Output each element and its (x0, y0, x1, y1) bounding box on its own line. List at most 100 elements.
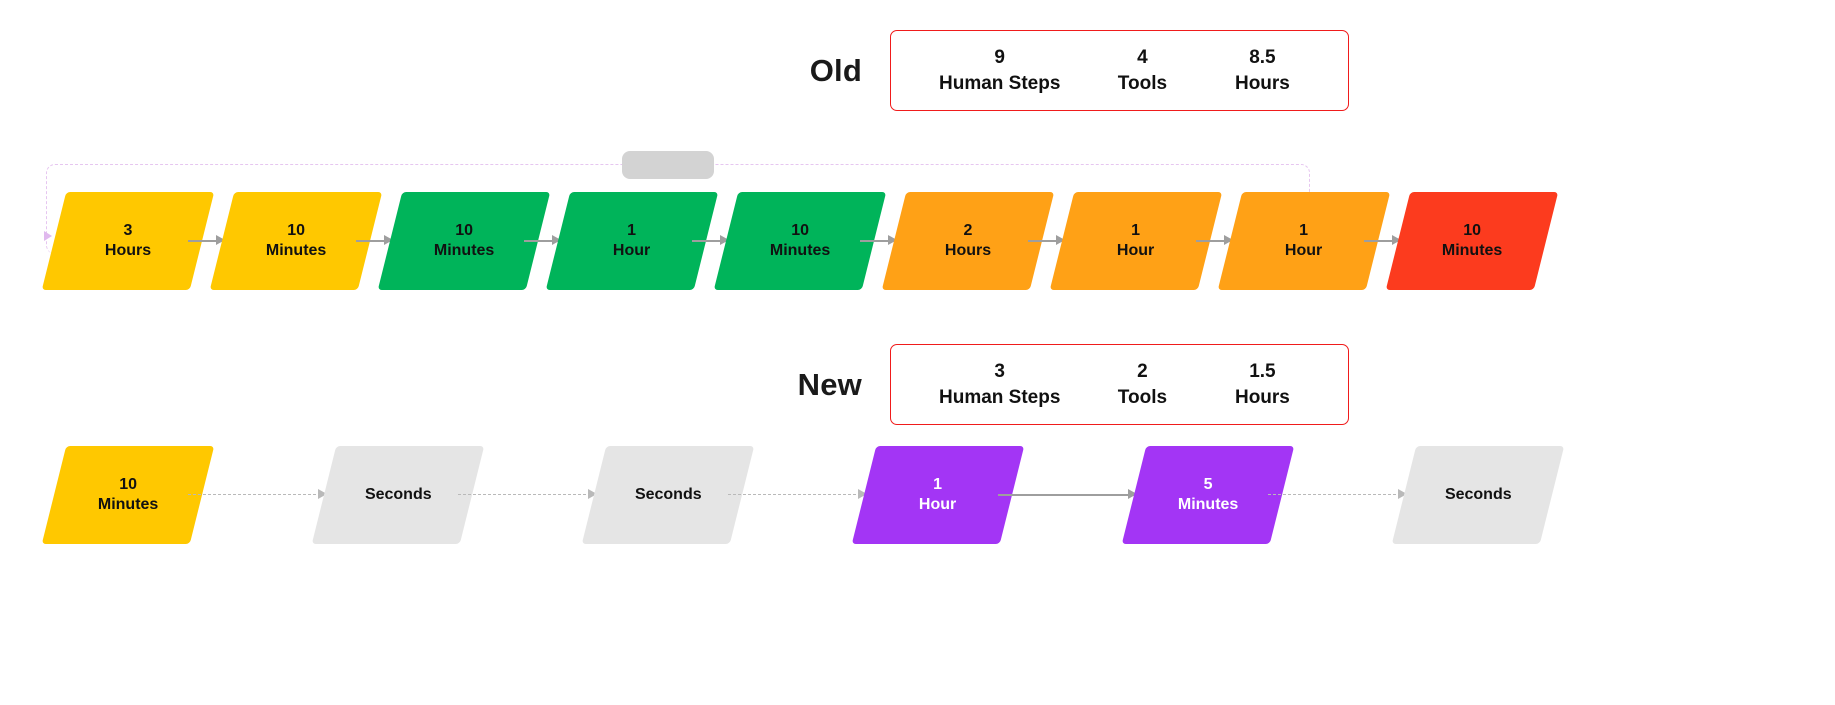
connector-arrowhead (1224, 235, 1233, 245)
flow-node-unit: Minutes (769, 242, 831, 259)
connector-line (1028, 240, 1064, 242)
flow-connector (860, 235, 897, 245)
flow-node-value: 10 (287, 221, 305, 239)
connector-line (356, 240, 392, 242)
new-summary: New 3 Human Steps 2 Tools 1.5 Hours (752, 344, 1350, 425)
flow-node-value: 1 (627, 221, 637, 239)
old-stat-hours-label: Hours (1234, 72, 1290, 94)
flow-node-label: Seconds (1445, 485, 1512, 505)
flow-node-unit: Hours (104, 242, 152, 259)
connector-arrowhead (552, 235, 561, 245)
flow-node-unit: Minutes (265, 242, 327, 259)
old-stat-human-steps: 9 Human Steps (917, 45, 1082, 95)
flow-connector (998, 489, 1137, 499)
connector-arrowhead (318, 489, 327, 499)
connector-arrowhead (1398, 489, 1407, 499)
old-stats-box: 9 Human Steps 4 Tools 8.5 Hours (890, 30, 1350, 111)
flow-node-unit: Minutes (1441, 242, 1503, 259)
flow-node-unit: Minutes (433, 242, 495, 259)
flow-node-unit: Seconds (634, 485, 702, 503)
flow-node-value: 10 (1463, 221, 1481, 239)
flow-connector (356, 235, 393, 245)
old-feedback-loop-arrow (44, 231, 52, 241)
flow-node-unit: Minutes (1177, 496, 1239, 513)
new-label: New (797, 366, 862, 402)
flow-connector (1028, 235, 1065, 245)
new-stat-tools-label: Tools (1117, 386, 1168, 408)
connector-arrowhead (216, 235, 225, 245)
connector-arrowhead (1056, 235, 1065, 245)
flow-node-value: 10 (119, 475, 137, 493)
new-stat-tools-value: 2 (1137, 361, 1148, 383)
connector-line (998, 494, 1136, 496)
connector-arrowhead (384, 235, 393, 245)
new-stat-human-steps: 3 Human Steps (917, 359, 1082, 409)
old-stat-human-steps-value: 9 (994, 47, 1005, 69)
old-label: Old (809, 52, 862, 88)
connector-line (860, 240, 896, 242)
flow-node-label: Seconds (365, 485, 432, 505)
flow-node-unit: Hour (919, 496, 957, 513)
flow-connector (1268, 489, 1407, 499)
flow-node-unit: Hour (1117, 242, 1155, 259)
flow-node-unit: Seconds (364, 485, 432, 503)
connector-arrowhead (858, 489, 867, 499)
old-stat-tools-label: Tools (1117, 72, 1168, 94)
connector-line (1196, 240, 1232, 242)
old-stat-tools-value: 4 (1137, 47, 1148, 69)
flow-connector (1364, 235, 1401, 245)
flow-node-value: 10 (791, 221, 809, 239)
connector-arrowhead (1128, 489, 1137, 499)
connector-line (524, 240, 560, 242)
flow-node-value: 10 (455, 221, 473, 239)
flow-connector (458, 489, 597, 499)
flow-node-unit: Seconds (1444, 485, 1512, 503)
flow-connector (188, 489, 327, 499)
flow-node-unit: Hours (944, 242, 992, 259)
flow-node-value: 1 (1131, 221, 1141, 239)
flow-node-unit: Hour (613, 242, 651, 259)
old-summary: Old 9 Human Steps 4 Tools 8.5 Hours (752, 30, 1350, 111)
connector-line (458, 494, 596, 495)
new-stat-human-steps-value: 3 (994, 361, 1005, 383)
new-stat-hours-label: Hours (1234, 386, 1290, 408)
flow-node-value: 5 (1203, 475, 1213, 493)
flow-connector (728, 489, 867, 499)
flow-node-value: 2 (963, 221, 973, 239)
connector-arrowhead (1392, 235, 1401, 245)
new-stats-box: 3 Human Steps 2 Tools 1.5 Hours (890, 344, 1350, 425)
connector-arrowhead (588, 489, 597, 499)
flow-connector (1196, 235, 1233, 245)
old-stat-human-steps-label: Human Steps (939, 72, 1061, 94)
flow-connector (188, 235, 225, 245)
new-stat-hours: 1.5 Hours (1202, 359, 1322, 409)
connector-line (728, 494, 866, 495)
flow-node-unit: Minutes (97, 496, 159, 513)
connector-line (188, 494, 326, 495)
new-stat-hours-value: 1.5 (1249, 361, 1276, 383)
flow-node-value: 1 (933, 475, 943, 493)
old-stat-hours-value: 8.5 (1249, 47, 1276, 69)
new-stat-tools: 2 Tools (1082, 359, 1202, 409)
connector-line (188, 240, 224, 242)
flow-node[interactable]: Seconds (1391, 446, 1565, 544)
flow-node-value: 1 (1299, 221, 1309, 239)
connector-arrowhead (720, 235, 729, 245)
flow-connector (692, 235, 729, 245)
connector-line (1268, 494, 1406, 495)
old-stat-tools: 4 Tools (1082, 45, 1202, 95)
old-feedback-loop-pill (622, 151, 714, 179)
